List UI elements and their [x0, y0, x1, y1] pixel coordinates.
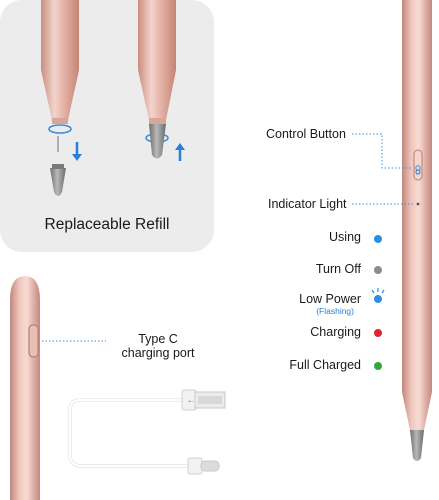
- port-label-line2: charging port: [121, 346, 195, 360]
- indicator-light-icon: [416, 202, 420, 206]
- blue-dot-icon: [374, 235, 382, 243]
- pen-main: [402, 0, 432, 461]
- legend-sublabel-flashing: (Flashing): [316, 306, 354, 316]
- control-button-icon: [413, 149, 423, 181]
- indicator-light-label: Indicator Light: [268, 197, 347, 211]
- refill-label: Replaceable Refill: [44, 216, 170, 233]
- type-c-port-label: Type C charging port: [108, 332, 208, 360]
- usb-c-port-icon: [28, 324, 39, 358]
- legend-label-turn-off: Turn Off: [315, 262, 361, 276]
- green-dot-icon: [374, 362, 382, 370]
- legend-label-charging: Charging: [310, 325, 361, 339]
- usb-c-connector-icon: [187, 457, 203, 475]
- pen-refill-inserted: [138, 0, 185, 161]
- red-dot-icon: [374, 329, 382, 337]
- arrow-down-icon: [72, 142, 82, 161]
- legend-label-low-power: Low Power: [299, 292, 361, 306]
- twist-ring-icon: [48, 124, 72, 134]
- legend-label-using: Using: [329, 230, 361, 244]
- port-label-line1: Type C: [138, 332, 178, 346]
- arrow-up-icon: [175, 143, 185, 161]
- svg-text:⭠: ⭠: [188, 397, 194, 405]
- callout-lines: [42, 133, 414, 342]
- pen-refill-removed: [41, 0, 82, 196]
- pen-charging-end: [10, 276, 40, 500]
- usb-cable: ⭠: [68, 389, 226, 475]
- flashing-blue-dot-icon: [371, 288, 385, 303]
- control-button-label: Control Button: [266, 127, 346, 141]
- legend-label-full-charged: Full Charged: [289, 358, 361, 372]
- refill-tip: [50, 168, 66, 196]
- gray-dot-icon: [374, 266, 382, 274]
